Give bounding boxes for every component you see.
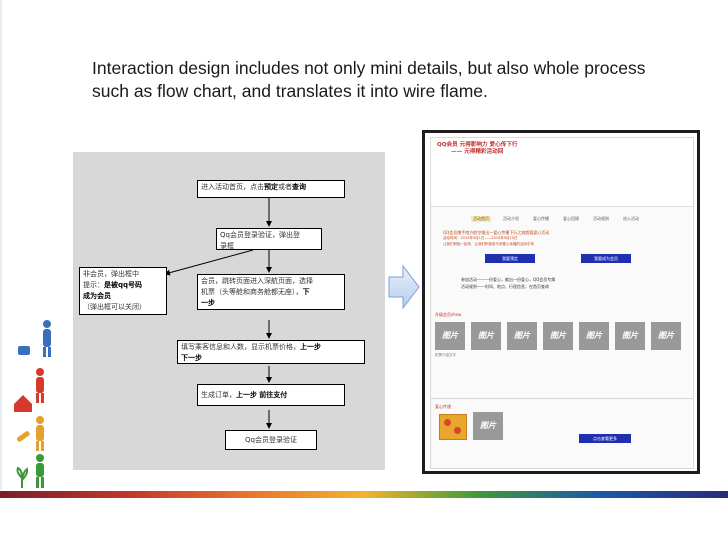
flowchart-panel: 进入活动首页，点击预定或者查询 Qq会员登录验证，弹出登 录框 非会员，弹出框中… xyxy=(73,152,385,470)
slide-heading: Interaction design includes not only min… xyxy=(92,58,646,101)
footer-area xyxy=(0,498,728,546)
flow-box-qq-login: Qq会员登录验证 xyxy=(225,430,317,450)
flow-box-member: 会员，跳转页面进入深航页面，选择 机票（头等舱和商务舱都无座），下 一步 xyxy=(197,274,345,310)
flow-box-passenger-info: 填写乘客信息和人数，显示机票价格，上一步 下一步 xyxy=(177,340,365,364)
wireframe-intro-1: QQ会员携手南方航空推出一爱心传播下行之旅超值爱心活动 xyxy=(443,230,550,235)
wireframe-pic-6[interactable]: 图片 xyxy=(615,322,645,350)
wireframe-rule-2: 活动规则——时间、地点、行程信息，在首页查询 xyxy=(461,284,549,289)
wireframe-section2-title: 爱心传递 xyxy=(435,404,451,409)
left-accent-line xyxy=(0,0,2,490)
wireframe-tab-home[interactable]: 活动首页 xyxy=(471,216,491,222)
wireframe-banner xyxy=(431,138,693,207)
flowchart-connectors xyxy=(164,198,272,429)
wireframe-pic-7[interactable]: 图片 xyxy=(651,322,681,350)
top-border xyxy=(0,0,728,3)
wireframe-member-button[interactable]: 我要成为会员 xyxy=(581,254,631,263)
wireframe-pic-3[interactable]: 图片 xyxy=(507,322,537,350)
wireframe-book-button[interactable]: 我要预定 xyxy=(485,254,535,263)
wireframe-screenshot: QQ会员 元得影响力 爱心传下行 —— 元得精彩活动回 活动首页 活动介绍 爱心… xyxy=(422,130,700,474)
right-arrow-icon xyxy=(388,264,420,310)
wireframe-pic-5[interactable]: 图片 xyxy=(579,322,609,350)
flow-box-non-member: 非会员，弹出框中 提示：是被qq号码 成为会员 （弹出框可以关闭） xyxy=(79,267,167,315)
wireframe-tab-rules[interactable]: 活动规则 xyxy=(593,216,609,221)
footer-color-band xyxy=(0,491,728,498)
wireframe-pic-caption: 机票介绍文字 xyxy=(435,353,456,357)
wireframe-pic-4[interactable]: 图片 xyxy=(543,322,573,350)
flow-box-generate-order: 生成订单，上一步 前往支付 xyxy=(197,384,345,406)
wireframe-tab-enter[interactable]: 进入活动 xyxy=(623,216,639,221)
wireframe-section1-title: 升级会员show xyxy=(435,312,462,317)
wireframe-tab-spread[interactable]: 爱心传播 xyxy=(533,216,549,221)
wireframe-more-button[interactable]: 点击查看更多 xyxy=(579,434,631,443)
flow-box-entry: 进入活动首页，点击预定或者查询 xyxy=(197,180,345,198)
wireframe-page: QQ会员 元得影响力 爱心传下行 —— 元得精彩活动回 活动首页 活动介绍 爱心… xyxy=(430,137,694,469)
wireframe-intro-3: 让我们积极一起来，让我们积极参与到爱心传播的活动中来 xyxy=(443,242,534,246)
wireframe-pic-1[interactable]: 图片 xyxy=(435,322,465,350)
wireframe-intro-2: 活动时间：2010年9月1日——2010年9月15日 xyxy=(443,236,518,240)
people-icon xyxy=(14,320,51,488)
wireframe-tab-intro[interactable]: 活动介绍 xyxy=(503,216,519,221)
wireframe-divider xyxy=(431,398,693,399)
wireframe-pic-large[interactable]: 图片 xyxy=(473,412,503,440)
wireframe-tab-feedback[interactable]: 爱心回馈 xyxy=(563,216,579,221)
wireframe-pic-2[interactable]: 图片 xyxy=(471,322,501,350)
flower-image xyxy=(439,414,467,440)
wireframe-promo-title: QQ会员 元得影响力 爱心传下行 —— 元得精彩活动回 xyxy=(437,142,518,155)
wireframe-rule-1: 参加活动——一份爱心，献出一份爱心，QQ会员专属 xyxy=(461,277,556,282)
flow-box-login-check: Qq会员登录验证，弹出登 录框 xyxy=(216,228,322,250)
